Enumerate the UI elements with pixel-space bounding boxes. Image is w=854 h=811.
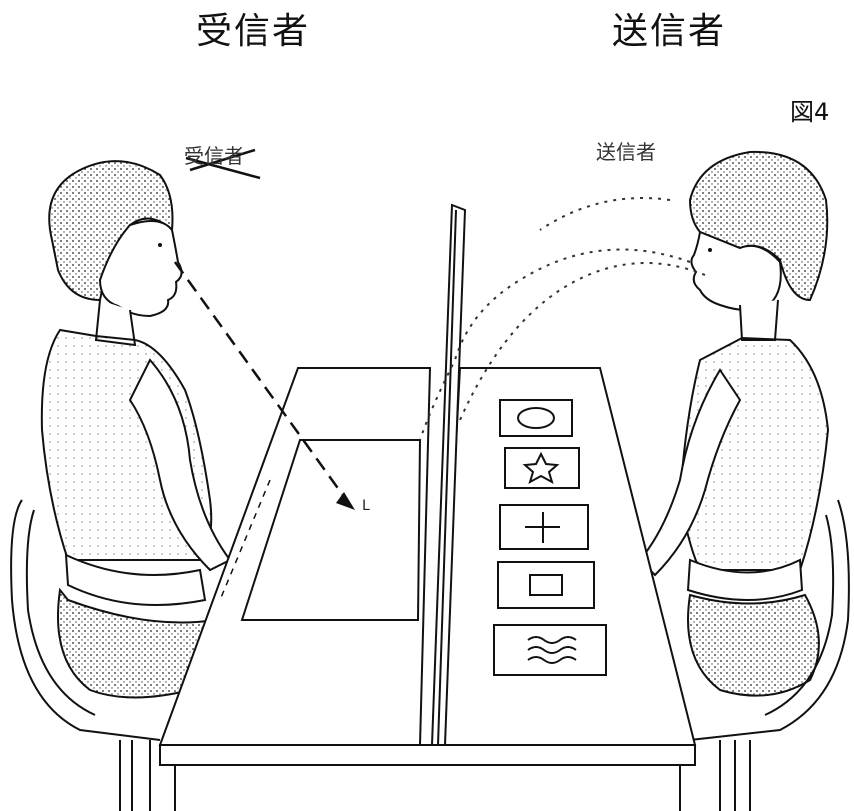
symbol-cards (493, 399, 607, 676)
square-icon (529, 574, 563, 596)
receiver-gaze-line (173, 261, 352, 506)
star-icon (522, 451, 560, 485)
receiver-chair (10, 499, 161, 811)
card-square (497, 561, 595, 609)
card-waves (493, 624, 607, 676)
sender-title: 送信者 (612, 11, 727, 52)
scribble-strike (185, 148, 261, 180)
sender-chair (689, 499, 850, 811)
receiver-person (40, 160, 232, 699)
receiver-title: 受信者 (196, 11, 311, 52)
small-mark-l: L (362, 498, 370, 514)
card-circle (499, 399, 573, 437)
sender-scribble-label: 送信者 (596, 140, 656, 164)
sender-person (638, 150, 830, 697)
table-front-edge (159, 744, 696, 766)
receiver-scribble-label: 受信者 (184, 144, 244, 168)
waves-icon (527, 636, 577, 664)
sheet-dashed-edge (219, 479, 271, 601)
receiver-sheet (240, 439, 422, 621)
divider-panel (430, 203, 467, 746)
gaze-arrowhead (336, 492, 355, 510)
circle-icon (517, 407, 555, 429)
table (158, 367, 697, 811)
figure-label: 図4 (790, 98, 830, 126)
transmission-path (419, 197, 706, 441)
cross-icon (525, 512, 560, 543)
